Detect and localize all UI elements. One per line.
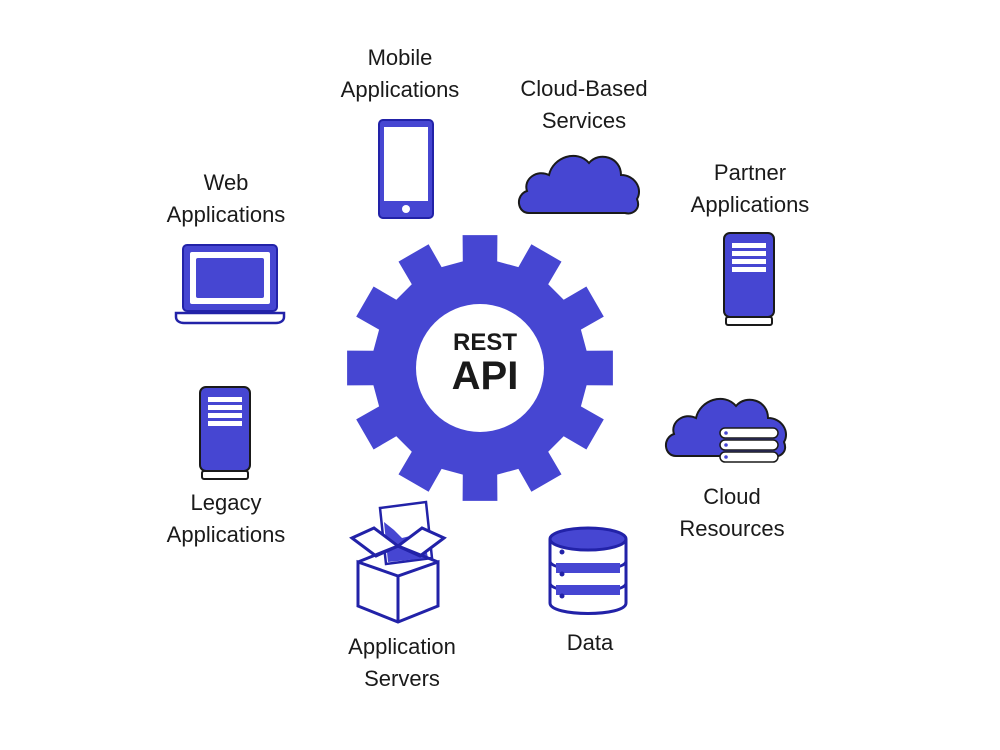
cloud-icon [518,154,640,215]
data-label: Data [540,627,640,659]
data-label-line1: Data [566,630,614,655]
resources-label-line1: Cloud [703,484,761,509]
partner-label-line2: Applications [690,192,810,217]
mobile-label-line2: Applications [340,77,460,102]
center-label-api: API [451,354,519,398]
partner-label-line1: Partner [713,160,787,185]
center-label: REST API [430,329,540,398]
server-icon [723,232,775,326]
web-label-line1: Web [203,170,249,195]
cloud-based-services-label: Cloud-Based Services [494,73,674,137]
resources-label-line2: Resources [679,516,785,541]
partner-applications-label: Partner Applications [670,157,830,221]
web-label-line2: Applications [166,202,286,227]
gear-icon [347,235,613,501]
server-icon [199,386,251,480]
legacy-label-line2: Applications [166,522,286,547]
mobile-applications-label: Mobile Applications [320,42,480,106]
smartphone-icon [378,119,434,219]
servers-label-line1: Application [348,634,456,659]
application-servers-label: Application Servers [322,631,482,695]
legacy-label-line1: Legacy [190,490,262,515]
database-icon [548,526,628,615]
cloud-label-line1: Cloud-Based [520,76,648,101]
servers-label-line2: Servers [364,666,440,691]
web-applications-label: Web Applications [146,167,306,231]
cloud-storage-icon [665,397,787,463]
cloud-resources-label: Cloud Resources [652,481,812,545]
mobile-label-line1: Mobile [367,45,433,70]
legacy-applications-label: Legacy Applications [146,487,306,551]
center-label-rest: REST [452,329,517,356]
cloud-label-line2: Services [541,108,627,133]
laptop-icon [174,244,286,325]
open-box-icon [349,500,447,624]
